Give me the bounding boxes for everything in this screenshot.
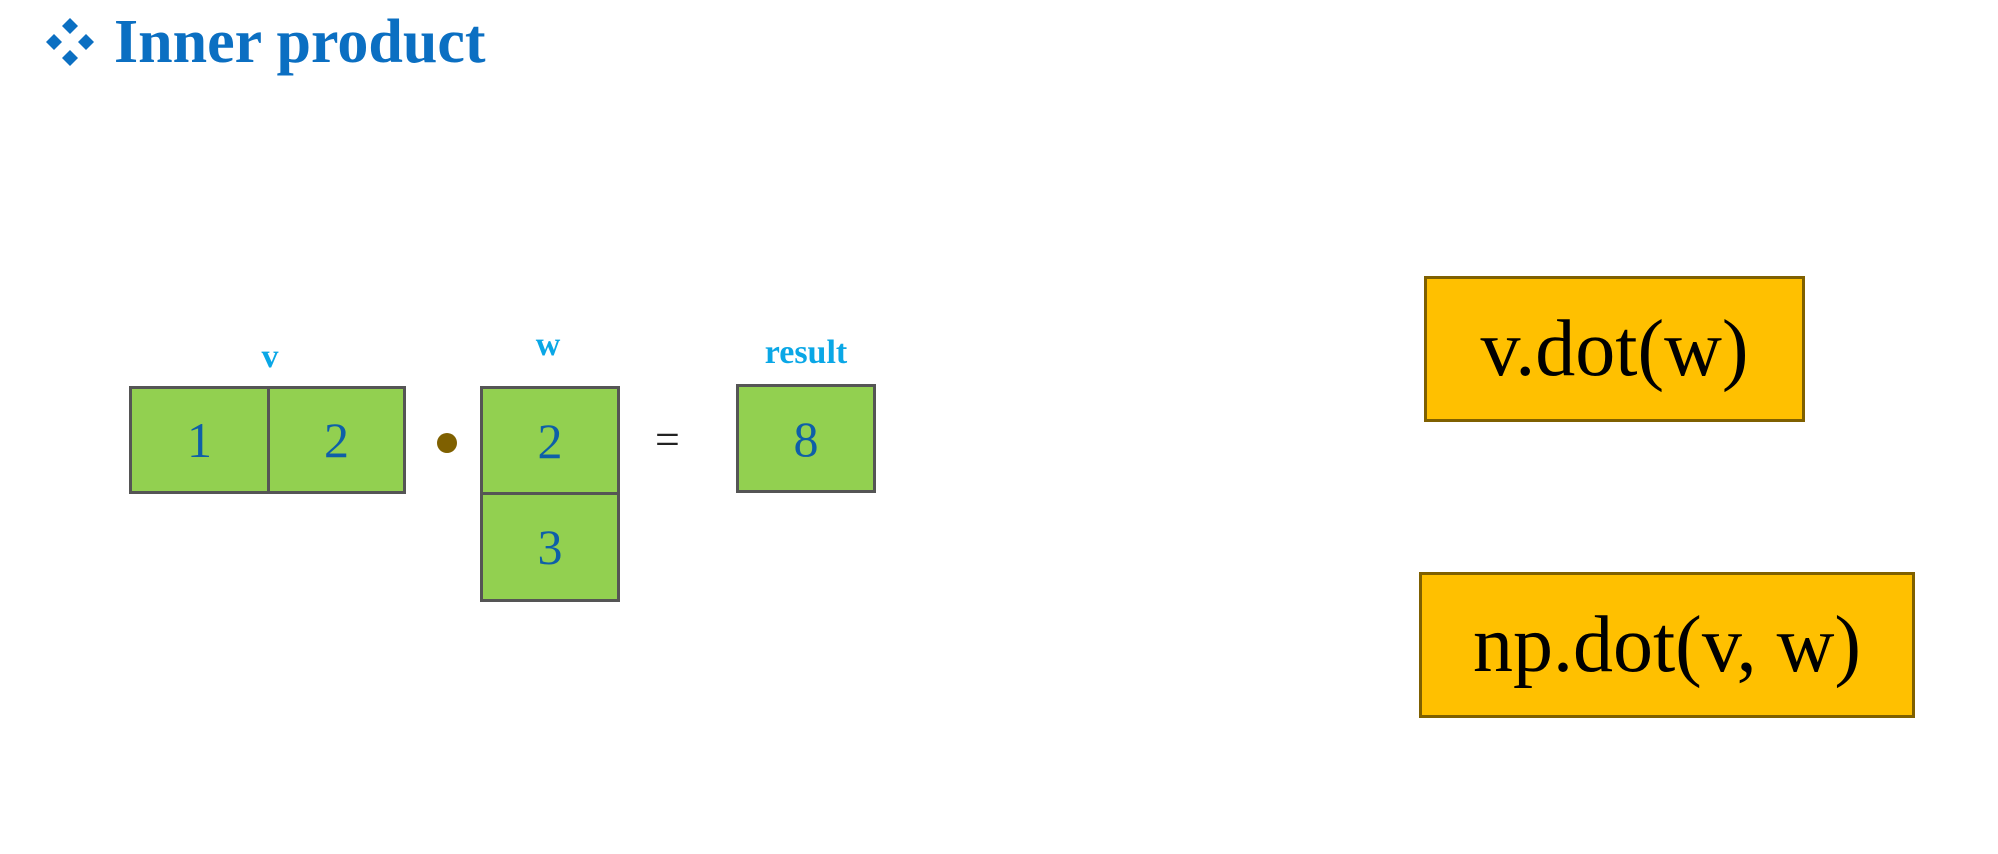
result-cell: 8 bbox=[736, 384, 876, 493]
w-cell-1: 2 bbox=[480, 386, 620, 495]
page-title-text: Inner product bbox=[114, 7, 486, 76]
equals-sign: = bbox=[655, 415, 680, 464]
v-label: v bbox=[261, 338, 279, 375]
dot-product-icon bbox=[437, 433, 457, 453]
result-label: result bbox=[764, 334, 848, 371]
w-cell-2: 3 bbox=[480, 492, 620, 602]
w-label: w bbox=[535, 326, 561, 363]
method-call-box: v.dot(w) bbox=[1424, 276, 1805, 422]
diamond-bullet-icon bbox=[46, 18, 94, 66]
page-title: Inner product bbox=[44, 2, 486, 82]
v-cell-1: 1 bbox=[129, 386, 270, 494]
v-cell-2: 2 bbox=[267, 386, 406, 494]
function-call-box: np.dot(v, w) bbox=[1419, 572, 1915, 718]
